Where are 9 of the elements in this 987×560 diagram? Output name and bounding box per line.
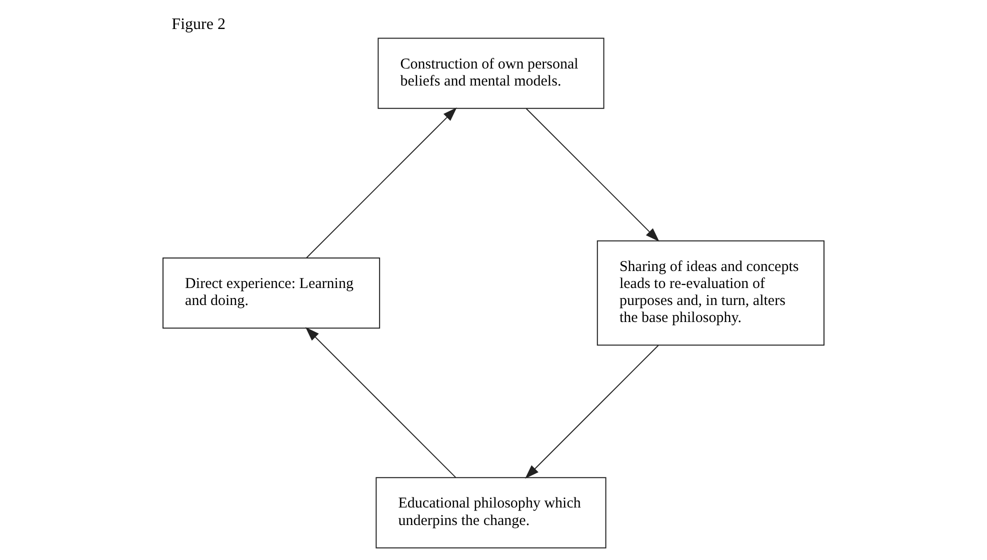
arrow [525,345,659,479]
node-box: Construction of own personal beliefs and mental models. [378,38,604,109]
node-box: Direct experience: Learning and doing. [162,257,380,329]
arrow [526,108,660,242]
diagram-title: Figure 2 [172,16,226,34]
node-box: Educational philosophy which underpins the change. [376,477,606,548]
node-box: Sharing of ideas and concepts leads to re-evaluation of purposes and, in turn, alters the base philosophy. [596,240,824,346]
arrow [305,327,456,478]
arrow [306,107,457,258]
